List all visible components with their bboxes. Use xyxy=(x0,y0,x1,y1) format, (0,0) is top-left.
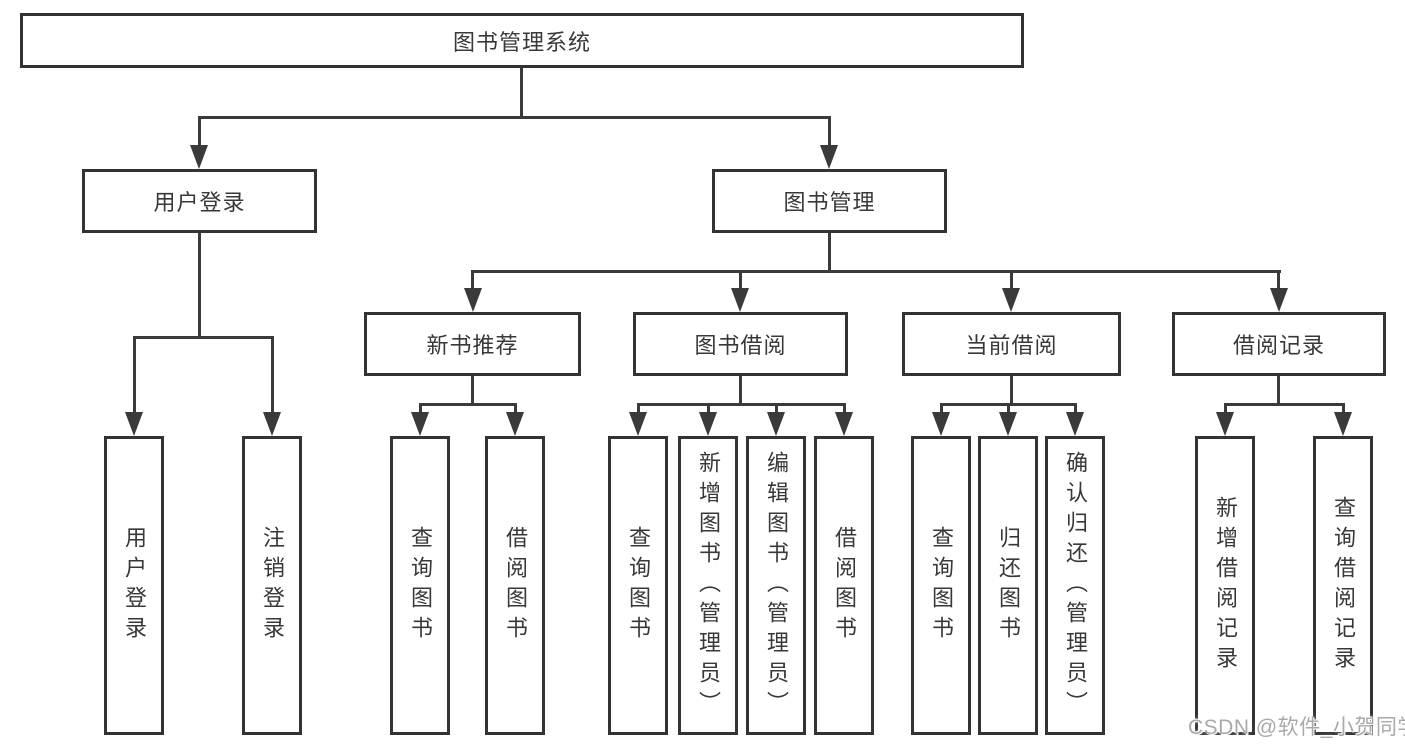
node-label: 借阅记录 xyxy=(1232,333,1325,358)
connector-line xyxy=(419,403,517,406)
node-leaf-add-borrow-record: 新增借阅记录 xyxy=(1195,436,1255,735)
node-library-management-system: 图书管理系统 xyxy=(20,13,1024,68)
connector-line xyxy=(1007,403,1010,415)
node-label: 查询图书 xyxy=(626,525,651,646)
connector-line xyxy=(419,403,422,415)
node-label: 用户登录 xyxy=(153,190,246,215)
connector-line xyxy=(1224,403,1227,415)
arrowhead-down xyxy=(263,412,281,436)
connector-line xyxy=(940,403,943,415)
node-label: 查询图书 xyxy=(408,525,433,646)
arrowhead-down xyxy=(820,145,838,169)
node-leaf-query-books-borrowing: 查询图书 xyxy=(608,436,668,735)
connector-line xyxy=(471,270,474,292)
arrowhead-down xyxy=(1270,288,1288,312)
node-new-book-recommendation: 新书推荐 xyxy=(364,312,581,376)
node-borrowing-records: 借阅记录 xyxy=(1172,312,1386,376)
node-leaf-borrow-books-recommend: 借阅图书 xyxy=(485,436,545,735)
connector-line xyxy=(843,403,846,415)
node-leaf-query-borrow-record: 查询借阅记录 xyxy=(1313,436,1373,735)
node-book-borrowing: 图书借阅 xyxy=(633,312,848,376)
connector-line xyxy=(471,376,474,406)
node-label: 图书管理 xyxy=(783,190,876,215)
arrowhead-down xyxy=(1066,412,1084,436)
arrowhead-down xyxy=(731,288,749,312)
node-current-borrowing: 当前借阅 xyxy=(902,312,1121,376)
connector-line xyxy=(707,403,710,415)
connector-line xyxy=(133,336,274,339)
node-leaf-query-books-recommend: 查询图书 xyxy=(390,436,450,735)
node-label: 归还图书 xyxy=(996,525,1021,646)
connector-line xyxy=(198,116,831,119)
connector-line xyxy=(133,336,136,416)
node-leaf-logout: 注销登录 xyxy=(242,436,302,735)
arrowhead-down xyxy=(1002,288,1020,312)
connector-line xyxy=(1342,403,1345,415)
connector-line xyxy=(739,376,742,406)
node-label: 借阅图书 xyxy=(832,525,857,646)
node-label: 图书管理系统 xyxy=(452,29,591,55)
connector-line xyxy=(514,403,517,415)
connector-line xyxy=(1074,403,1077,415)
node-label: 新书推荐 xyxy=(426,333,519,358)
connector-line xyxy=(1010,376,1013,406)
node-leaf-user-login: 用户登录 xyxy=(104,436,164,735)
node-leaf-confirm-return-admin: 确认归还（管理员） xyxy=(1045,436,1105,735)
connector-line xyxy=(271,336,274,416)
node-leaf-return-books: 归还图书 xyxy=(978,436,1038,735)
node-leaf-edit-books-admin: 编辑图书（管理员） xyxy=(746,436,806,735)
arrowhead-down xyxy=(835,412,853,436)
node-label: 查询图书 xyxy=(929,525,954,646)
connector-line xyxy=(198,116,201,148)
node-label: 新增图书（管理员） xyxy=(696,450,721,721)
arrowhead-down xyxy=(506,412,524,436)
node-user-login: 用户登录 xyxy=(82,169,317,233)
arrowhead-down xyxy=(190,145,208,169)
node-label: 用户登录 xyxy=(122,525,147,646)
arrowhead-down xyxy=(999,412,1017,436)
node-label: 新增借阅记录 xyxy=(1213,495,1238,676)
arrowhead-down xyxy=(1216,412,1234,436)
connector-line xyxy=(471,270,1281,273)
node-leaf-query-books-current: 查询图书 xyxy=(911,436,971,735)
arrowhead-down xyxy=(699,412,717,436)
connector-line xyxy=(828,116,831,148)
connector-line xyxy=(637,403,846,406)
node-label: 图书借阅 xyxy=(694,333,787,358)
node-leaf-add-books-admin: 新增图书（管理员） xyxy=(678,436,738,735)
arrowhead-down xyxy=(125,412,143,436)
node-leaf-borrow-books-borrowing: 借阅图书 xyxy=(814,436,874,735)
connector-line xyxy=(1224,403,1345,406)
node-label: 注销登录 xyxy=(260,525,285,646)
arrowhead-down xyxy=(932,412,950,436)
arrowhead-down xyxy=(629,412,647,436)
arrowhead-down xyxy=(1334,412,1352,436)
arrowhead-down xyxy=(767,412,785,436)
connector-line xyxy=(775,403,778,415)
node-label: 确认归还（管理员） xyxy=(1063,450,1088,721)
connector-line xyxy=(198,233,201,338)
connector-line xyxy=(828,233,831,273)
node-label: 编辑图书（管理员） xyxy=(764,450,789,721)
connector-line xyxy=(1277,376,1280,406)
connector-line xyxy=(1277,270,1280,292)
connector-line xyxy=(739,270,742,292)
node-label: 查询借阅记录 xyxy=(1331,495,1356,676)
node-label: 当前借阅 xyxy=(965,333,1058,358)
node-label: 借阅图书 xyxy=(503,525,528,646)
connector-line xyxy=(520,68,523,118)
node-book-management: 图书管理 xyxy=(712,169,947,233)
connector-line xyxy=(637,403,640,415)
arrowhead-down xyxy=(464,288,482,312)
csdn-watermark: CSDN @软件_小贺同学 xyxy=(1188,716,1405,739)
arrowhead-down xyxy=(411,412,429,436)
connector-line xyxy=(1010,270,1013,292)
